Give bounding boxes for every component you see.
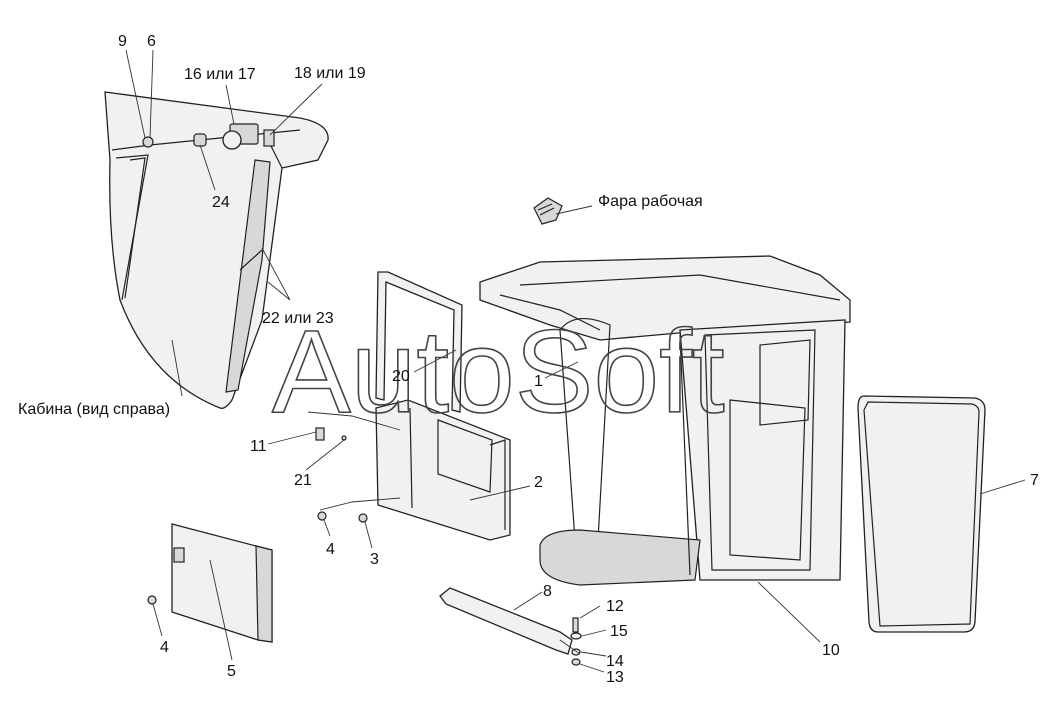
label-4a: 4: [326, 541, 335, 558]
watermark: AutoSoft: [272, 306, 725, 438]
nut-13-icon: [571, 658, 581, 666]
label-8: 8: [543, 583, 552, 600]
label-14: 14: [606, 653, 624, 670]
part-18-icon: [263, 129, 275, 147]
label-24: 24: [212, 194, 230, 211]
part-8-step: [439, 587, 573, 655]
part-7-seal: [857, 395, 986, 633]
label-5: 5: [227, 663, 236, 680]
part-2-panel: [375, 399, 511, 541]
label-2: 2: [534, 474, 543, 491]
part-20-panel: [375, 271, 463, 413]
label-1: 1: [534, 373, 543, 390]
cabin-frame-1: [479, 255, 851, 586]
label-6: 6: [147, 33, 156, 50]
part-9-icon: [142, 136, 154, 148]
label-12: 12: [606, 598, 624, 615]
label-21: 21: [294, 472, 312, 489]
label-18-19: 18 или 19: [294, 65, 366, 82]
washer-14-icon: [571, 648, 581, 656]
label-20: 20: [392, 368, 410, 385]
work-lamp-icon: [533, 197, 563, 225]
bolt-4b-icon: [147, 595, 157, 605]
label-16-17: 16 или 17: [184, 66, 256, 83]
label-15: 15: [610, 623, 628, 640]
cabin-side-view: [104, 91, 329, 409]
label-fara: Фара рабочая: [598, 193, 703, 210]
label-10: 10: [822, 642, 840, 659]
bolt-12-icon: [572, 617, 579, 633]
label-13: 13: [606, 669, 624, 686]
part-5-panel: [171, 523, 273, 643]
label-9: 9: [118, 33, 127, 50]
label-7: 7: [1030, 472, 1039, 489]
label-4b: 4: [160, 639, 169, 656]
washer-15-icon: [570, 632, 582, 640]
label-3: 3: [370, 551, 379, 568]
bolt-3-icon: [358, 513, 368, 523]
bolt-4-icon: [317, 511, 327, 521]
label-cabin-side: Кабина (вид справа): [18, 401, 170, 418]
part-11-icon: [315, 427, 325, 441]
part-24-icon: [193, 133, 207, 147]
label-22-23: 22 или 23: [262, 310, 334, 327]
callout-labels: 9 6 16 или 17 18 или 19 24 Фара рабочая …: [18, 33, 1039, 686]
label-11: 11: [250, 438, 267, 455]
leader-lines: [125, 49, 1026, 673]
fasteners: [147, 427, 582, 666]
